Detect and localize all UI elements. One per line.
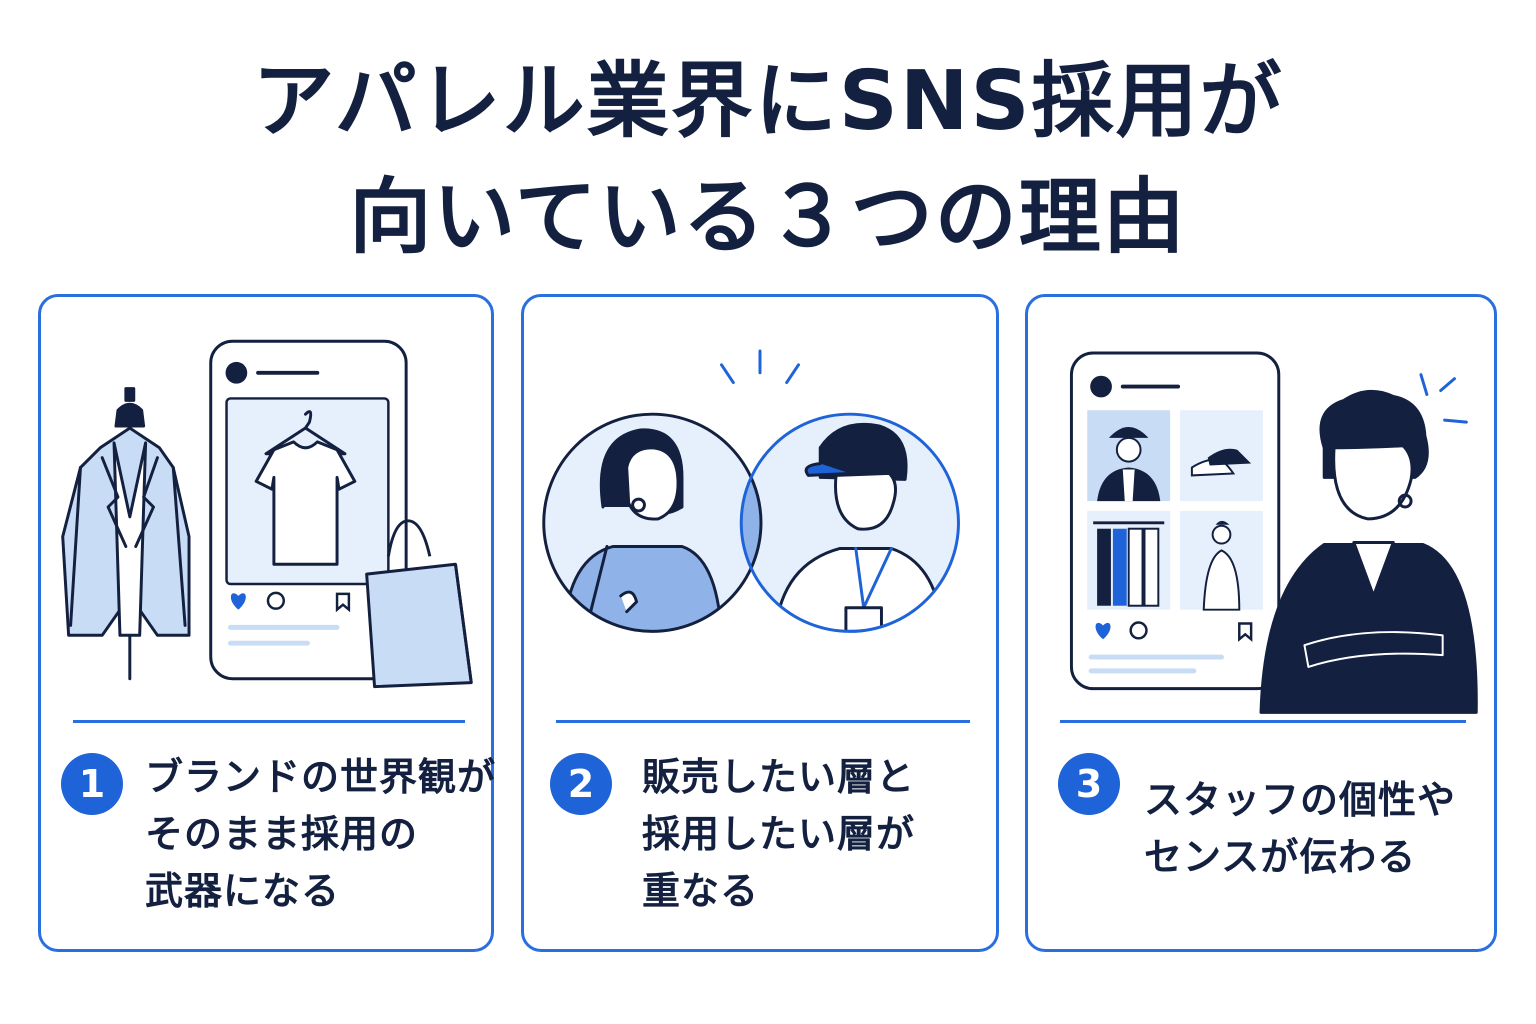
illustration-staff-sense — [1069, 351, 1478, 714]
illustration-overlapping-audience — [542, 349, 960, 633]
profile-avatar-icon — [1090, 375, 1112, 398]
bookmark-icon — [335, 592, 351, 613]
t-shirt-icon — [254, 440, 357, 566]
reason-line: 販売したい層と — [642, 755, 916, 799]
reason-line: スタッフの個性や — [1144, 778, 1457, 822]
bookmark-icon — [1238, 622, 1253, 642]
spark-icon — [1419, 373, 1468, 424]
reason-number-badge: 1 — [61, 753, 123, 815]
card-divider — [73, 720, 465, 723]
title-line-2: 向いている３つの理由 — [349, 170, 1187, 265]
reason-line: 採用したい層が — [642, 812, 916, 856]
comment-icon — [266, 591, 285, 610]
reason-line: 武器になる — [145, 869, 341, 913]
staff-person-icon — [1259, 389, 1478, 714]
heart-icon — [230, 593, 246, 610]
jacket-icon — [61, 426, 191, 637]
phone-post-icon — [209, 339, 408, 681]
reason-card-3: 3 スタッフの個性や センスが伝わる — [1025, 294, 1497, 952]
reason-text: ブランドの世界観が そのまま採用の 武器になる — [145, 749, 496, 920]
card-divider — [556, 720, 970, 723]
shopping-bag-icon — [365, 519, 473, 689]
reason-line: ブランドの世界観が — [145, 755, 497, 799]
reason-line: センスが伝わる — [1144, 835, 1417, 879]
customer-person-icon — [562, 428, 723, 632]
reason-text: スタッフの個性や センスが伝わる — [1144, 772, 1456, 886]
reason-number-badge: 3 — [1058, 753, 1120, 815]
reason-line: 重なる — [642, 869, 760, 913]
reason-card-2: 2 販売したい層と 採用したい層が 重なる — [521, 294, 999, 952]
illustration-brand-worldview — [61, 339, 473, 689]
spark-icon — [720, 349, 800, 385]
page-title: アパレル業界にSNS採用が 向いている３つの理由 — [0, 44, 1536, 276]
reason-text: 販売したい層と 採用したい層が 重なる — [642, 749, 915, 920]
reason-card-1: 1 ブランドの世界観が そのまま採用の 武器になる — [38, 294, 496, 952]
heart-icon — [1095, 622, 1111, 640]
comment-icon — [1129, 621, 1148, 640]
reason-line: そのまま採用の — [145, 812, 419, 856]
title-line-1: アパレル業界にSNS採用が — [252, 54, 1284, 149]
phone-feed-icon — [1069, 351, 1281, 691]
reason-number-badge: 2 — [550, 753, 612, 815]
hanger-icon — [303, 410, 313, 430]
profile-avatar-icon — [225, 361, 248, 384]
card-divider — [1060, 720, 1466, 723]
id-badge-icon — [844, 606, 883, 632]
